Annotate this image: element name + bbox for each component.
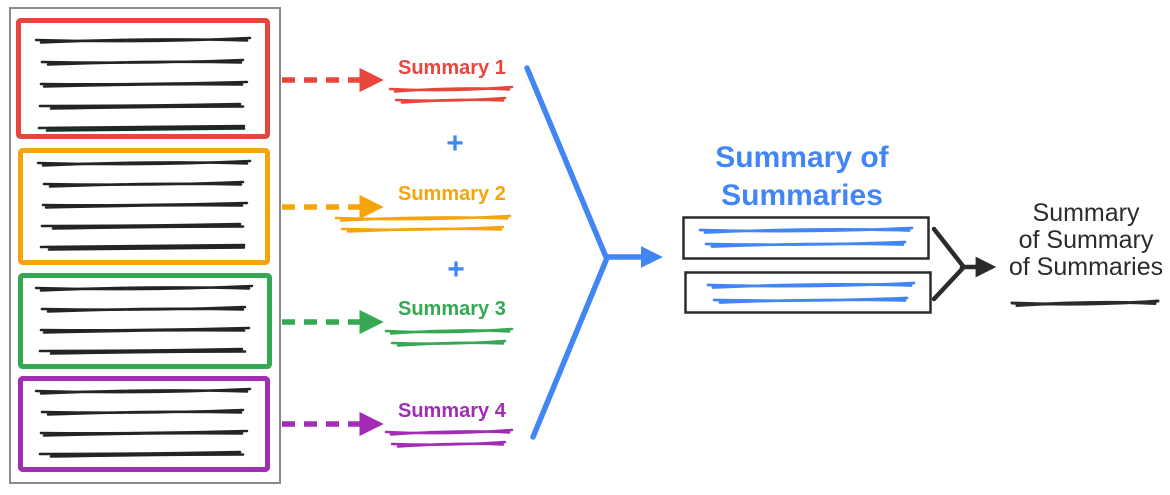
summary-of-summaries-scribble-1 [698,226,914,248]
summary-2-label: Summary 2 [398,183,506,205]
document-chunk-2-box [18,148,270,265]
black-merge-line-bottom [931,265,966,302]
plus-operator-1: + [446,127,464,160]
document-chunk-1-box [16,18,270,139]
summary-of-summaries-box-2 [684,271,932,314]
final-summary-scribble [1010,299,1160,307]
summary-3-label: Summary 3 [398,298,506,320]
summary-3-scribble [384,327,514,347]
summary-2-scribble [334,214,512,233]
black-merge-line-top [931,226,966,269]
blue-merge-line-top [524,65,609,260]
blue-merge-line-bottom [530,255,610,440]
document-chunk-2-text-scribble [36,159,252,251]
blue-merge-connector [524,65,663,440]
summary-1-scribble [388,85,514,104]
document-chunk-1-text-scribble [34,36,252,132]
document-chunk-3-box [18,273,272,369]
final-summary-label-line3: of Summaries [1009,253,1163,281]
summary-4-scribble [384,428,514,448]
document-chunk-4-box [18,376,270,472]
document-chunk-3-text-scribble [34,284,254,355]
document-chunk-4-text-scribble [34,387,252,458]
summary-of-summaries-title-line1: Summary of [715,141,889,174]
summary-of-summaries-box-1 [682,216,930,260]
black-merge-connector [931,226,997,302]
summary-1-label: Summary 1 [398,57,506,79]
summary-4-label: Summary 4 [398,400,507,422]
plus-operator-2: + [447,253,465,286]
final-summary-label-line1: Summary [1033,199,1140,227]
final-summary-label-line2: of Summary [1019,226,1154,254]
summary-of-summaries-title-line2: Summaries [721,179,883,212]
summary-of-summaries-scribble-2 [706,281,916,304]
